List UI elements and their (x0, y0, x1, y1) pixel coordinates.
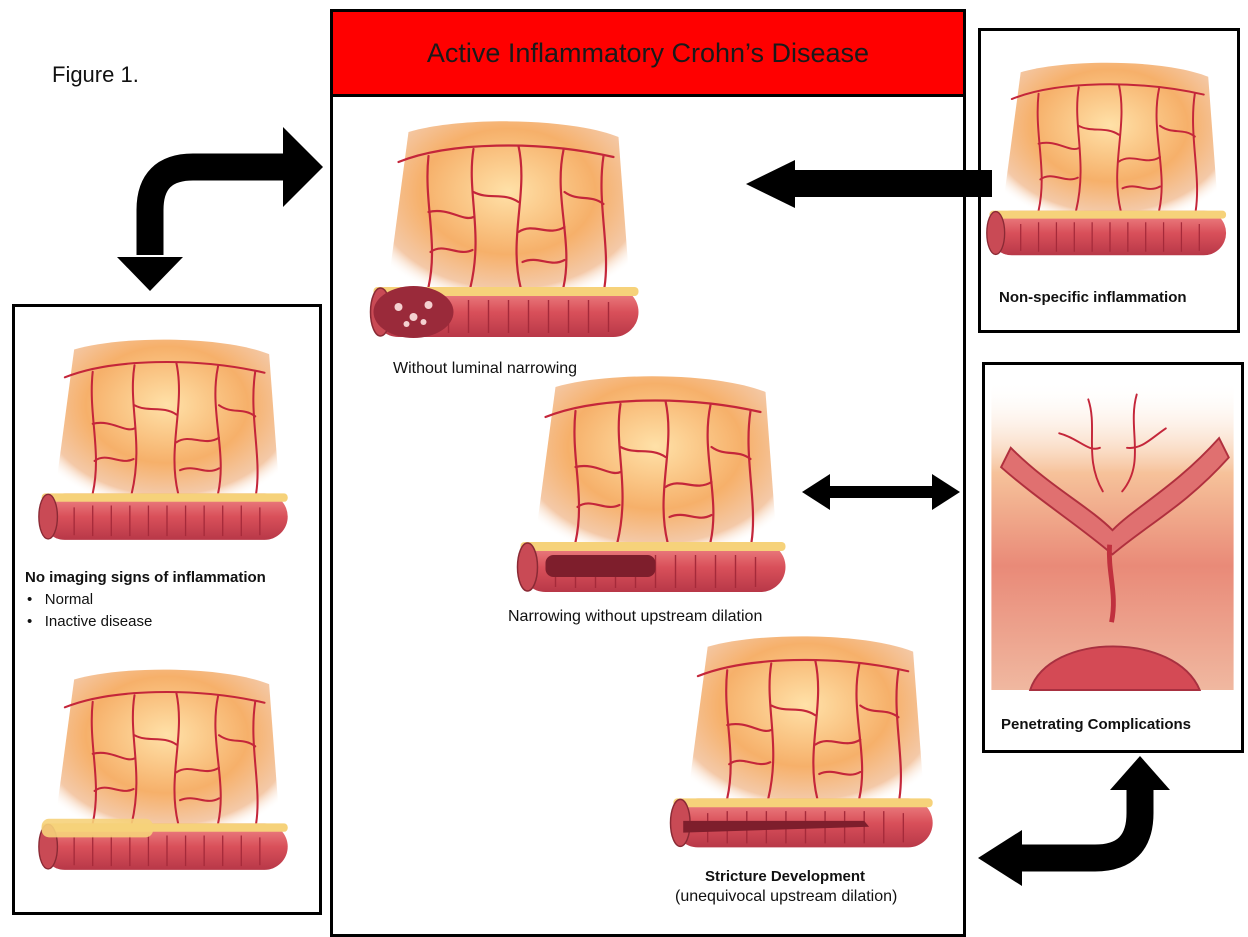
bowel-illustration-nonspecific (985, 51, 1235, 281)
caption-narrowing: Narrowing without upstream dilation (508, 608, 762, 626)
left-heading: No imaging signs of inflammation (25, 569, 266, 586)
caption-without-narrowing: Without luminal narrowing (393, 360, 577, 378)
penetrating-illustration (990, 380, 1235, 690)
left-bullet-inactive-text: Inactive disease (45, 613, 153, 630)
central-panel: Active Inflammatory Crohn’s Disease With… (330, 9, 966, 937)
caption-nonspecific: Non-specific inflammation (999, 289, 1187, 306)
bowel-illustration-narrowing (513, 377, 798, 607)
bowel-illustration-without-narrowing (366, 122, 651, 352)
caption-penetrating: Penetrating Complications (1001, 716, 1191, 733)
caption-stricture-title: Stricture Development (705, 868, 865, 885)
left-bullet-normal: • Normal (27, 591, 93, 608)
right-top-panel: Non-specific inflammation (978, 28, 1240, 333)
central-title: Active Inflammatory Crohn’s Disease (333, 12, 963, 97)
figure-label: Figure 1. (52, 62, 139, 88)
bowel-illustration-inactive (37, 662, 297, 892)
bowel-illustration-normal (37, 332, 297, 562)
left-bullet-inactive: • Inactive disease (27, 613, 152, 630)
caption-stricture-sub: (unequivocal upstream dilation) (675, 888, 897, 906)
bowel-illustration-stricture (663, 637, 948, 862)
left-panel: No imaging signs of inflammation • Norma… (12, 304, 322, 915)
left-bullet-normal-text: Normal (45, 591, 93, 608)
right-bottom-panel: Penetrating Complications (982, 362, 1244, 753)
